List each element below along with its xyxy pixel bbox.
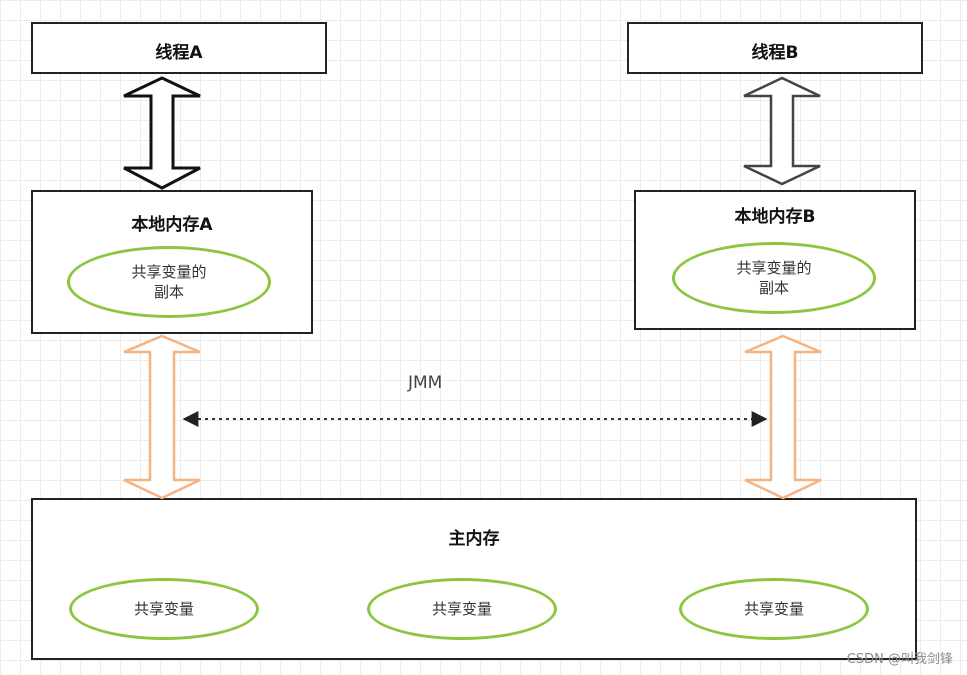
- thread-a-title: 线程A: [155, 43, 203, 63]
- main-shared-var-2-label: 共享变量: [431, 600, 492, 618]
- main-shared-var-2: 共享变量: [367, 578, 557, 640]
- thread-b-title: 线程B: [751, 43, 799, 63]
- local-a-copy-line1: 共享变量的: [131, 263, 207, 281]
- jmm-label: JMM: [408, 373, 443, 393]
- thread-a-box: 线程A: [31, 22, 327, 74]
- local-memory-a-box: 本地内存A 共享变量的 副本: [31, 190, 313, 334]
- local-a-copy-ellipse: 共享变量的 副本: [67, 246, 271, 318]
- main-shared-var-1: 共享变量: [69, 578, 259, 640]
- local-memory-b-title: 本地内存B: [734, 207, 816, 227]
- local-b-main-orange-arrow: [744, 334, 822, 500]
- main-shared-var-3: 共享变量: [679, 578, 869, 640]
- thread-b-double-arrow: [743, 76, 821, 186]
- local-b-copy-ellipse: 共享变量的 副本: [672, 242, 876, 314]
- main-memory-title: 主内存: [448, 529, 500, 549]
- thread-a-double-arrow: [123, 76, 201, 190]
- local-a-main-orange-arrow: [123, 334, 201, 500]
- local-b-copy-line2: 副本: [758, 279, 789, 297]
- local-memory-a-title: 本地内存A: [131, 215, 213, 235]
- local-a-copy-line2: 副本: [153, 283, 184, 301]
- watermark: CSDN @叫我剑锋: [846, 652, 953, 667]
- main-memory-box: 主内存 共享变量 共享变量 共享变量: [31, 498, 917, 660]
- main-shared-var-1-label: 共享变量: [133, 600, 194, 618]
- thread-b-box: 线程B: [627, 22, 923, 74]
- local-memory-b-box: 本地内存B 共享变量的 副本: [634, 190, 916, 330]
- local-b-copy-line1: 共享变量的: [736, 259, 812, 277]
- main-shared-var-3-label: 共享变量: [743, 600, 804, 618]
